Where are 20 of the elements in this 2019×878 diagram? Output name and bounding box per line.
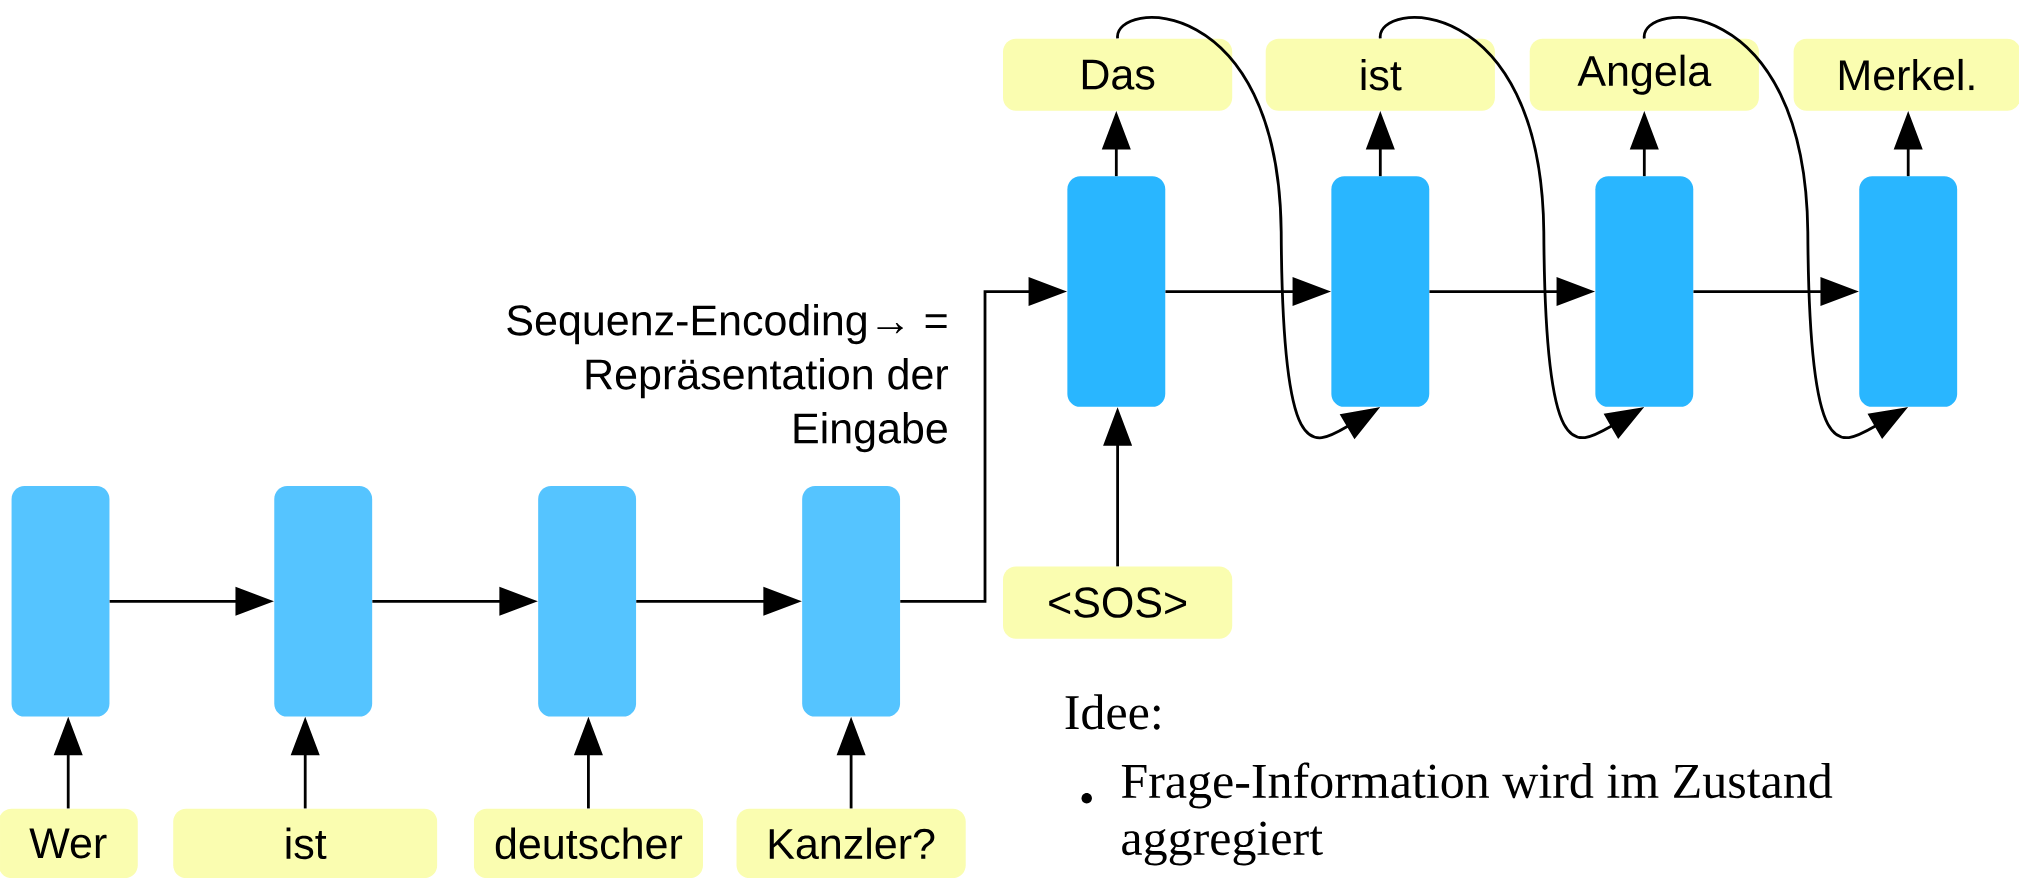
- cell-box: [1595, 176, 1694, 407]
- word-box: Wer: [0, 808, 138, 878]
- word-box: <SOS>: [1003, 566, 1233, 639]
- cell-box: [274, 486, 373, 717]
- bullet-text: Frage-Information wird im Zustand aggregiert: [1121, 762, 1833, 866]
- note-text: Sequenz-Encoding→ = Repräsentation der Eingabe: [507, 304, 948, 453]
- cell-box: [538, 486, 637, 717]
- word-box: ist: [173, 808, 438, 878]
- word-box: ist: [1265, 38, 1495, 111]
- cell-box: [1067, 176, 1166, 407]
- cell-box: [1331, 176, 1430, 407]
- word-box: deutscher: [473, 808, 703, 878]
- word-box: Angela: [1529, 38, 1759, 111]
- word-box: Das: [1003, 38, 1233, 111]
- cell-box: [11, 486, 110, 717]
- word-box: Merkel.: [1793, 38, 2019, 111]
- cell-box: [802, 486, 901, 717]
- heading: Idee:: [1065, 694, 1160, 730]
- cell-box: [1859, 176, 1958, 407]
- word-box: Kanzler?: [736, 808, 966, 878]
